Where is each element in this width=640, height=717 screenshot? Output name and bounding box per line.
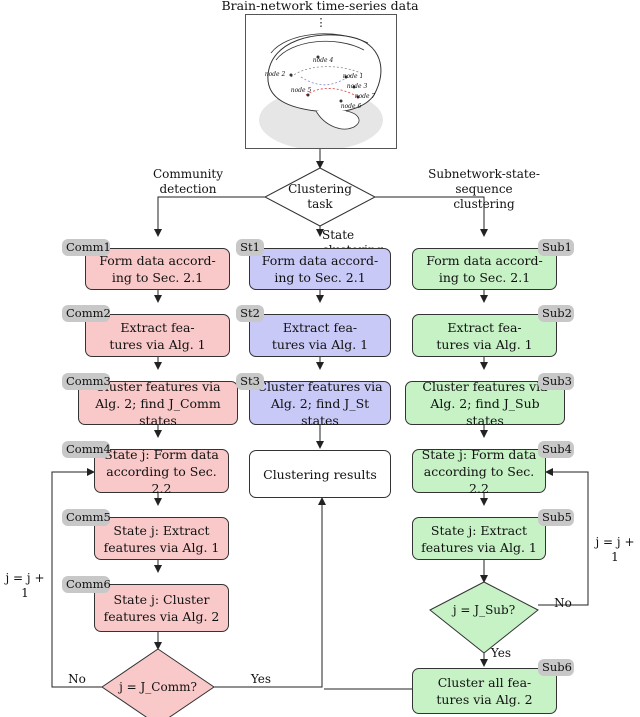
st3-box: Cluster features via Alg. 2; find J_St s… xyxy=(249,379,391,428)
decision-comm-text: j = J_Comm? xyxy=(119,680,197,694)
sub4-tag: Sub4 xyxy=(538,441,574,458)
sub6-box: Cluster all fea- tures via Alg. 2 xyxy=(412,668,557,714)
branch-label-subnetwork: Subnetwork-state-sequence clustering xyxy=(428,167,540,211)
brain-node-6: node 6 xyxy=(340,103,362,110)
st2-box: Extract fea- tures via Alg. 1 xyxy=(249,314,391,357)
branch-label-community: Community detection xyxy=(152,167,224,196)
decision-comm-no: No xyxy=(68,672,86,686)
comm2-box: Extract fea- tures via Alg. 1 xyxy=(85,314,230,357)
st3-tag: St3 xyxy=(236,373,264,390)
loop-left-label: j = j + 1 xyxy=(5,571,45,600)
brain-node-7: node 7 xyxy=(354,93,376,100)
decision-comm xyxy=(101,648,215,717)
comm1-box: Form data accord- ing to Sec. 2.1 xyxy=(85,248,230,290)
st2-tag: St2 xyxy=(236,305,264,322)
comm4-box: State j: Form data according to Sec. 2.2 xyxy=(94,447,229,496)
brain-node-5: node 5 xyxy=(290,87,312,94)
sub5-box: State j: Extract features via Alg. 1 xyxy=(412,517,546,560)
comm1-tag: Comm1 xyxy=(62,239,111,256)
comm4-tag: Comm4 xyxy=(62,441,111,458)
brain-node-1: node 1 xyxy=(342,73,364,80)
brain-node-4: node 4 xyxy=(312,57,334,64)
sub6-tag: Sub6 xyxy=(538,659,574,676)
clustering-results-box: Clustering results xyxy=(249,450,391,498)
sub5-tag: Sub5 xyxy=(538,509,574,526)
decision-clustering-task-text: Clustering task xyxy=(288,182,352,211)
brain-drawing xyxy=(259,33,383,148)
st1-box: Form data accord- ing to Sec. 2.1 xyxy=(249,248,391,290)
comm6-box: State j: Cluster features via Alg. 2 xyxy=(94,584,229,632)
loop-right-label: j = j + 1 xyxy=(595,535,635,564)
brain-image: ⋮ node 2 node 3 node 4 node 5 node 1 nod… xyxy=(245,14,397,149)
comm6-tag: Comm6 xyxy=(62,576,111,593)
sub3-box: Cluster features via Alg. 2; find J_Sub … xyxy=(405,379,565,428)
sub1-tag: Sub1 xyxy=(538,239,574,256)
comm5-tag: Comm5 xyxy=(62,509,111,526)
st1-tag: St1 xyxy=(236,239,264,256)
sub4-box: State j: Form data according to Sec. 2.2 xyxy=(412,447,546,496)
sub2-box: Extract fea- tures via Alg. 1 xyxy=(412,314,557,357)
sub1-box: Form data accord- ing to Sec. 2.1 xyxy=(412,248,557,290)
decision-sub-yes: Yes xyxy=(490,646,512,660)
comm5-box: State j: Extract features via Alg. 1 xyxy=(94,517,229,560)
decision-sub-text: j = J_Sub? xyxy=(452,603,516,617)
brain-node-2: node 2 xyxy=(264,71,286,78)
brain-node-3: node 3 xyxy=(346,83,368,90)
comm3-box: Cluster features via Alg. 2; find J_Comm… xyxy=(78,379,238,428)
decision-sub xyxy=(429,581,539,654)
sub3-tag: Sub3 xyxy=(538,373,574,390)
decision-sub-no: No xyxy=(554,596,572,610)
brain-ellipsis: ⋮ xyxy=(315,16,327,29)
diagram-title: Brain-network time-series data xyxy=(221,0,419,13)
sub2-tag: Sub2 xyxy=(538,305,574,322)
comm2-tag: Comm2 xyxy=(62,305,111,322)
decision-comm-yes: Yes xyxy=(250,672,272,686)
comm3-tag: Comm3 xyxy=(62,373,111,390)
decision-clustering-task xyxy=(263,167,377,227)
